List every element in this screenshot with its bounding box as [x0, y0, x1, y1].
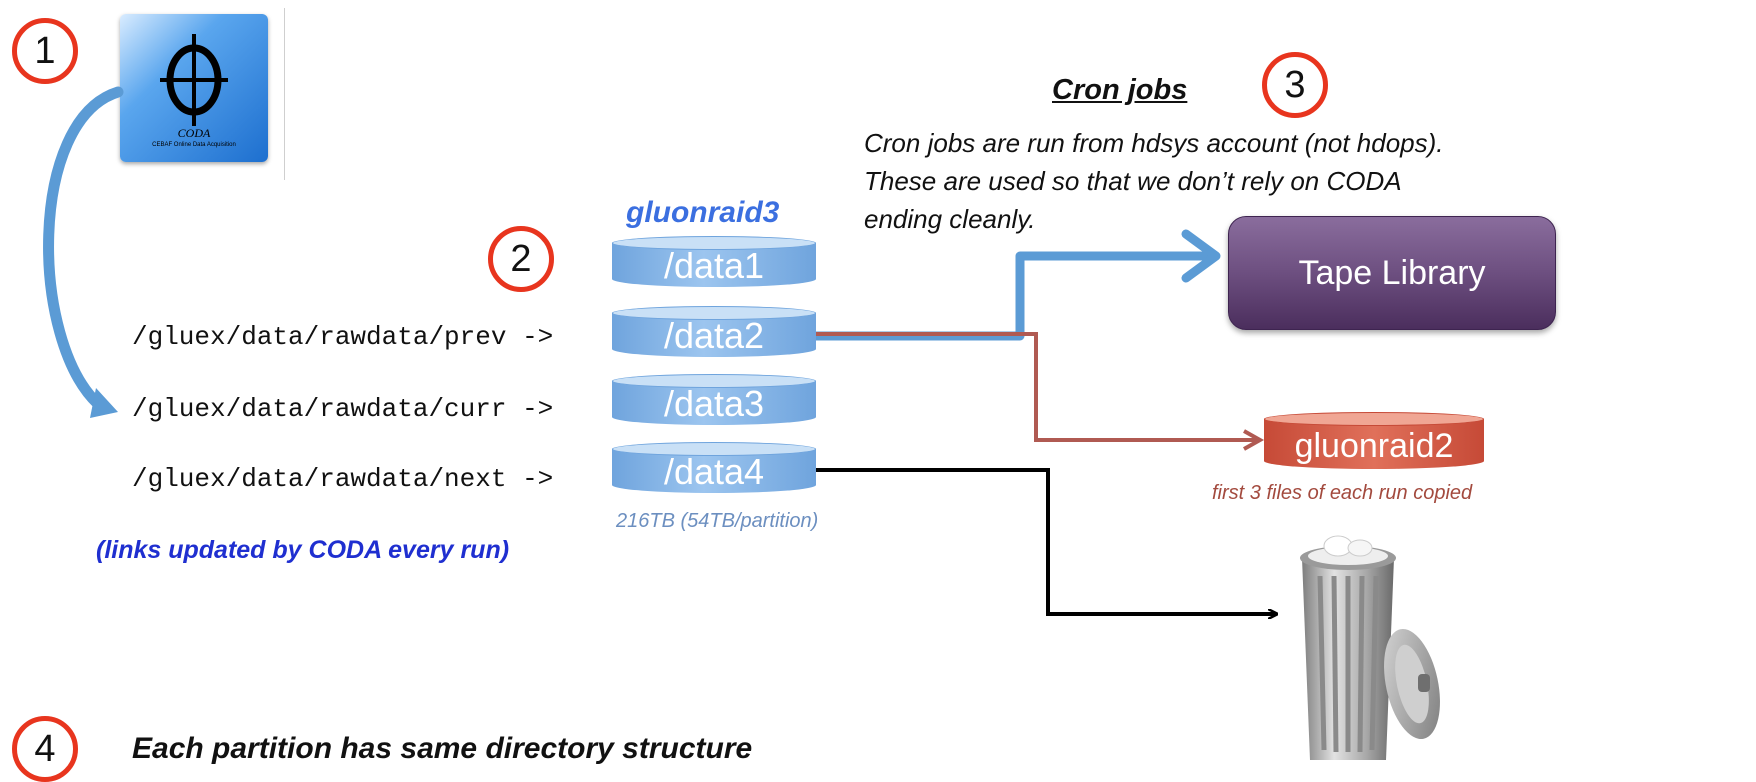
partition-data4: /data4: [612, 442, 816, 500]
step-marker-1: 1: [12, 18, 78, 84]
partition-label: /data3: [663, 383, 765, 424]
coda-curved-arrow: [43, 86, 124, 410]
gluonraid2-arrowhead: [1243, 429, 1265, 451]
cron-text-line-2: These are used so that we don’t rely on …: [864, 166, 1402, 196]
bottom-note: Each partition has same directory struct…: [132, 732, 753, 765]
link-curr: /gluex/data/rawdata/curr ->: [132, 394, 554, 424]
step-marker-3: 3: [1262, 52, 1328, 118]
gluonraid2-disk: gluonraid2: [1264, 412, 1484, 470]
gluonraid2-label: gluonraid2: [1294, 427, 1454, 465]
tape-library-box: Tape Library: [1228, 216, 1556, 330]
cron-text-line-1: Cron jobs are run from hdsys account (no…: [864, 128, 1444, 158]
gluonraid2-note: first 3 files of each run copied: [1212, 482, 1473, 504]
trash-can-icon: [1300, 535, 1440, 760]
cron-title: Cron jobs: [1052, 74, 1188, 106]
partition-label: /data4: [663, 451, 765, 492]
coda-curved-arrowhead: [90, 388, 118, 418]
server-title: gluonraid3: [626, 196, 780, 229]
link-prev: /gluex/data/rawdata/prev ->: [132, 322, 554, 352]
coda-logo-divider: [284, 8, 285, 180]
cron-text-line-3: ending cleanly.: [864, 204, 1036, 234]
links-note: (links updated by CODA every run): [96, 536, 510, 564]
partition-data2: /data2: [612, 306, 816, 364]
coda-symbol-icon: [160, 34, 228, 126]
trash-arrow: [812, 468, 1276, 614]
tape-arrowhead: [1181, 229, 1221, 283]
step-marker-2: 2: [488, 226, 554, 292]
partition-label: /data2: [663, 315, 765, 356]
link-next: /gluex/data/rawdata/next ->: [132, 464, 554, 494]
partition-data1: /data1: [612, 236, 816, 294]
partition-data3: /data3: [612, 374, 816, 432]
partition-label: /data1: [663, 245, 765, 286]
capacity-note: 216TB (54TB/partition): [616, 510, 819, 532]
tape-library-label: Tape Library: [1298, 253, 1486, 292]
tape-arrow: [812, 251, 1214, 341]
coda-logo: CODA CEBAF Online Data Acquisition: [120, 14, 268, 162]
coda-logo-subtitle: CEBAF Online Data Acquisition: [152, 142, 236, 148]
coda-logo-title: CODA: [177, 126, 211, 140]
gluonraid2-arrow: [812, 332, 1256, 442]
